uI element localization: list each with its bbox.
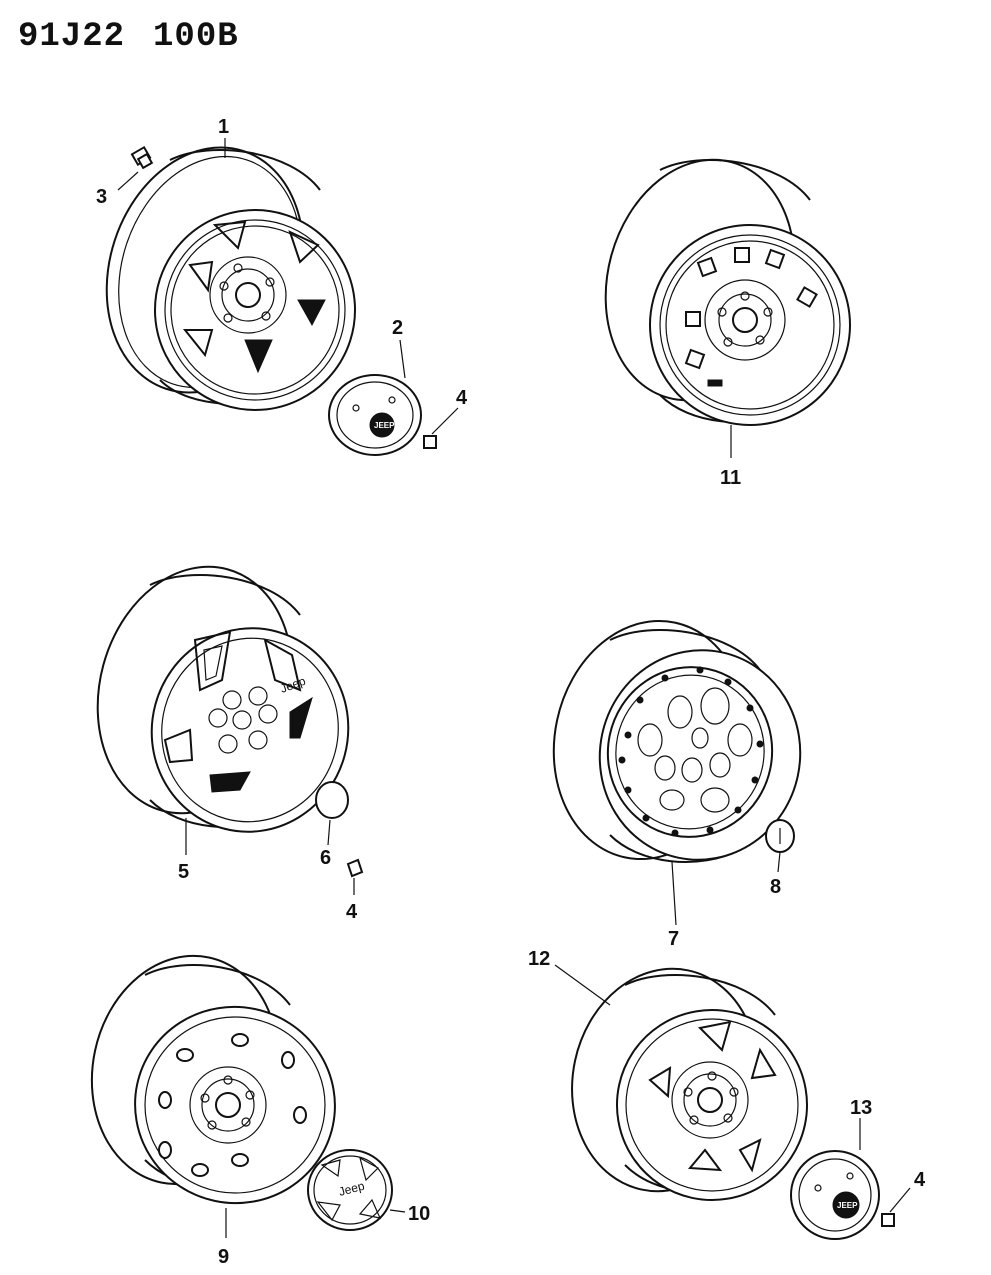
wheel-11 [604,158,851,426]
lug-nut-4c [881,1213,895,1227]
wheel-1 [105,146,356,411]
lug-nut-4a [423,435,437,449]
wheel-12 [571,967,808,1201]
callout-6: 6 [320,847,331,869]
callout-4b: 4 [346,901,358,923]
callout-1: 1 [218,116,229,138]
cap-2-logo: JEEP [374,421,395,430]
wheel-7 [552,619,802,863]
callout-13: 13 [850,1097,872,1119]
callout-10: 10 [408,1203,430,1225]
diagram-code-a: 91J22 [18,18,126,56]
hub-cap-10: Jeep [307,1149,393,1231]
wheel-5: Jeep [96,565,350,833]
cap-13-logo: JEEP [837,1201,858,1210]
lug-nut-4b [346,858,364,878]
callout-5: 5 [178,861,189,883]
center-cap-8 [765,819,795,853]
callout-4c: 4 [914,1169,926,1191]
callout-11: 11 [720,467,741,489]
center-cap-6 [315,781,349,819]
callout-8: 8 [770,876,781,898]
callout-9: 9 [218,1246,229,1268]
callout-12: 12 [528,948,550,970]
hub-cap-2: JEEP [328,374,422,456]
lug-bolt-3 [130,145,154,170]
diagram-code: 91J22 100B [18,18,267,56]
callout-4a: 4 [456,387,468,409]
wheel-9 [90,954,336,1205]
callout-2: 2 [392,317,403,339]
hub-cap-13: JEEP [790,1150,880,1240]
diagram-code-b: 100B [153,18,239,56]
callout-3: 3 [96,186,107,208]
callout-7: 7 [668,928,679,950]
cap-10-logo: Jeep [337,1179,366,1199]
